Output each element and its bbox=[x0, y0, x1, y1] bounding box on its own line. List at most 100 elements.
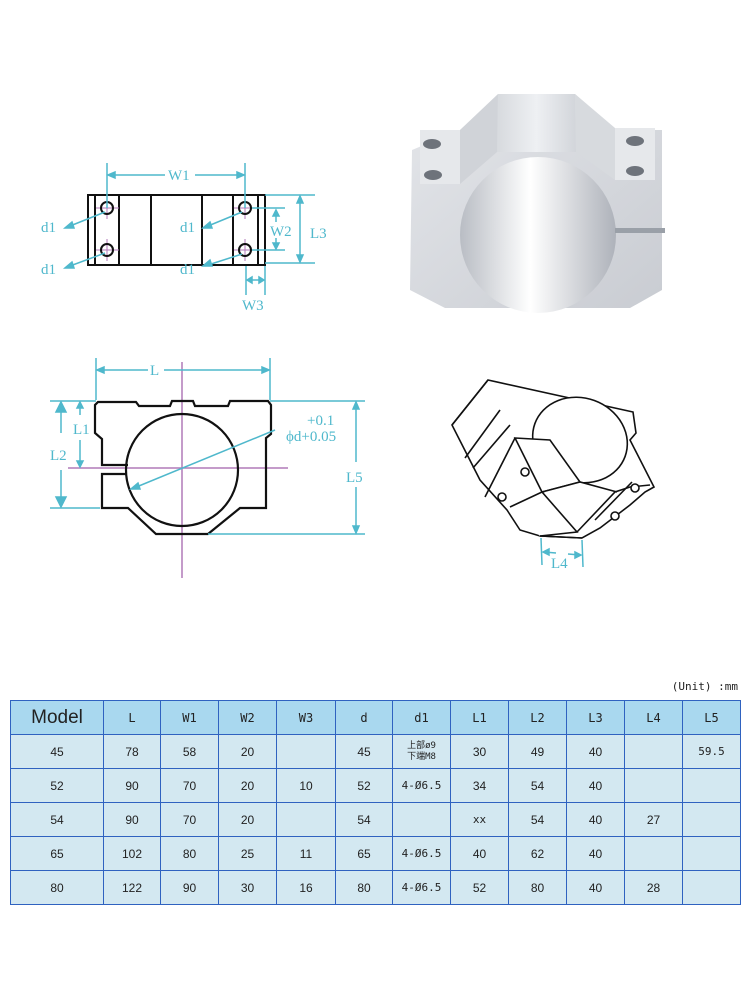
cell-w2: 20 bbox=[218, 734, 277, 769]
cell-l: 90 bbox=[103, 768, 161, 803]
header-d: d bbox=[335, 700, 393, 735]
header-d1: d1 bbox=[392, 700, 451, 735]
cell-l2: 49 bbox=[508, 734, 567, 769]
cell-l1: 52 bbox=[450, 870, 509, 905]
table-row: 52 90 70 20 10 52 4-Ø6.5 34 54 40 bbox=[10, 768, 741, 803]
cell-l5 bbox=[682, 768, 741, 803]
cell-model: 52 bbox=[10, 768, 104, 803]
mounting-hole-icons bbox=[100, 201, 252, 257]
cell-w2: 25 bbox=[218, 836, 277, 871]
cell-l4 bbox=[624, 836, 683, 871]
cell-l4: 28 bbox=[624, 870, 683, 905]
cell-w2: 20 bbox=[218, 802, 277, 837]
cell-l5 bbox=[682, 870, 741, 905]
d1-label-2: d1 bbox=[41, 262, 56, 278]
l5-label: L5 bbox=[346, 470, 363, 486]
cell-l4: 27 bbox=[624, 802, 683, 837]
cell-l3: 40 bbox=[566, 734, 625, 769]
cell-d1: 4-Ø6.5 bbox=[392, 836, 451, 871]
table-header-row: Model L W1 W2 W3 d d1 L1 L2 L3 L4 L5 bbox=[10, 700, 741, 735]
header-l4: L4 bbox=[624, 700, 683, 735]
isometric-view-diagram: L4 bbox=[451, 379, 656, 572]
cell-w2: 20 bbox=[218, 768, 277, 803]
header-l5: L5 bbox=[682, 700, 741, 735]
unit-label: (Unit) :mm bbox=[671, 680, 738, 693]
cell-w1: 90 bbox=[160, 870, 219, 905]
l3-label: L3 bbox=[310, 226, 327, 242]
cell-l3: 40 bbox=[566, 802, 625, 837]
d1-label-4: d1 bbox=[180, 262, 195, 278]
cell-l5: 59.5 bbox=[682, 734, 741, 769]
cell-d: 80 bbox=[335, 870, 393, 905]
cell-l2: 54 bbox=[508, 768, 567, 803]
cell-l2: 62 bbox=[508, 836, 567, 871]
cell-l3: 40 bbox=[566, 768, 625, 803]
cell-l3: 40 bbox=[566, 870, 625, 905]
cell-model: 80 bbox=[10, 870, 104, 905]
header-w1: W1 bbox=[160, 700, 219, 735]
tolerance-upper-label: +0.1 bbox=[307, 413, 334, 429]
cell-w1: 70 bbox=[160, 768, 219, 803]
d1-upper-note: 上部ø9 bbox=[407, 740, 436, 751]
cell-l4 bbox=[624, 768, 683, 803]
w2-label: W2 bbox=[270, 224, 292, 240]
cell-l: 102 bbox=[103, 836, 161, 871]
cell-model: 65 bbox=[10, 836, 104, 871]
cell-w3: 10 bbox=[276, 768, 336, 803]
w1-label: W1 bbox=[168, 168, 190, 184]
header-l1: L1 bbox=[450, 700, 509, 735]
cell-d1: 4-Ø6.5 bbox=[392, 870, 451, 905]
l2-label: L2 bbox=[50, 448, 67, 464]
header-w2: W2 bbox=[218, 700, 277, 735]
cell-w2: 30 bbox=[218, 870, 277, 905]
cell-l1: xx bbox=[450, 802, 509, 837]
cell-w1: 70 bbox=[160, 802, 219, 837]
d1-label-3: d1 bbox=[180, 220, 195, 236]
cell-w3: 16 bbox=[276, 870, 336, 905]
header-model: Model bbox=[10, 700, 104, 735]
header-l3: L3 bbox=[566, 700, 625, 735]
cell-l4 bbox=[624, 734, 683, 769]
cell-w1: 80 bbox=[160, 836, 219, 871]
l4-label: L4 bbox=[551, 556, 568, 572]
table-row: 65 102 80 25 11 65 4-Ø6.5 40 62 40 bbox=[10, 836, 741, 871]
d1-lower-note: 下端M8 bbox=[407, 751, 436, 762]
cell-model: 45 bbox=[10, 734, 104, 769]
table-row: 54 90 70 20 54 xx 54 40 27 bbox=[10, 802, 741, 837]
cell-l: 90 bbox=[103, 802, 161, 837]
cell-l1: 40 bbox=[450, 836, 509, 871]
cell-d: 45 bbox=[335, 734, 393, 769]
table-row: 80 122 90 30 16 80 4-Ø6.5 52 80 40 28 bbox=[10, 870, 741, 905]
cell-l5 bbox=[682, 802, 741, 837]
cell-w3 bbox=[276, 734, 336, 769]
cell-l2: 54 bbox=[508, 802, 567, 837]
cell-w3: 11 bbox=[276, 836, 336, 871]
l1-label: L1 bbox=[73, 422, 90, 438]
l-label: L bbox=[150, 363, 159, 379]
cell-l3: 40 bbox=[566, 836, 625, 871]
cell-d1: 4-Ø6.5 bbox=[392, 768, 451, 803]
cell-w1: 58 bbox=[160, 734, 219, 769]
cell-l: 78 bbox=[103, 734, 161, 769]
header-l2: L2 bbox=[508, 700, 567, 735]
cell-d1 bbox=[392, 802, 451, 837]
front-view-diagram: L L1 L2 L5 +0.1 ϕd+0.05 bbox=[50, 358, 365, 578]
cell-l: 122 bbox=[103, 870, 161, 905]
cell-l5 bbox=[682, 836, 741, 871]
w3-label: W3 bbox=[242, 298, 264, 314]
bore-diameter-label: ϕd+0.05 bbox=[286, 429, 336, 445]
cell-d: 52 bbox=[335, 768, 393, 803]
cell-l1: 34 bbox=[450, 768, 509, 803]
product-photo bbox=[410, 94, 665, 313]
header-l: L bbox=[103, 700, 161, 735]
spec-table: Model L W1 W2 W3 d d1 L1 L2 L3 L4 L5 45 … bbox=[10, 700, 741, 905]
cell-l1: 30 bbox=[450, 734, 509, 769]
header-w3: W3 bbox=[276, 700, 336, 735]
cell-d: 54 bbox=[335, 802, 393, 837]
cell-w3 bbox=[276, 802, 336, 837]
cell-l2: 80 bbox=[508, 870, 567, 905]
top-view-diagram: W1 W2 L3 W3 d1 d1 d1 d1 bbox=[41, 163, 327, 314]
cell-model: 54 bbox=[10, 802, 104, 837]
